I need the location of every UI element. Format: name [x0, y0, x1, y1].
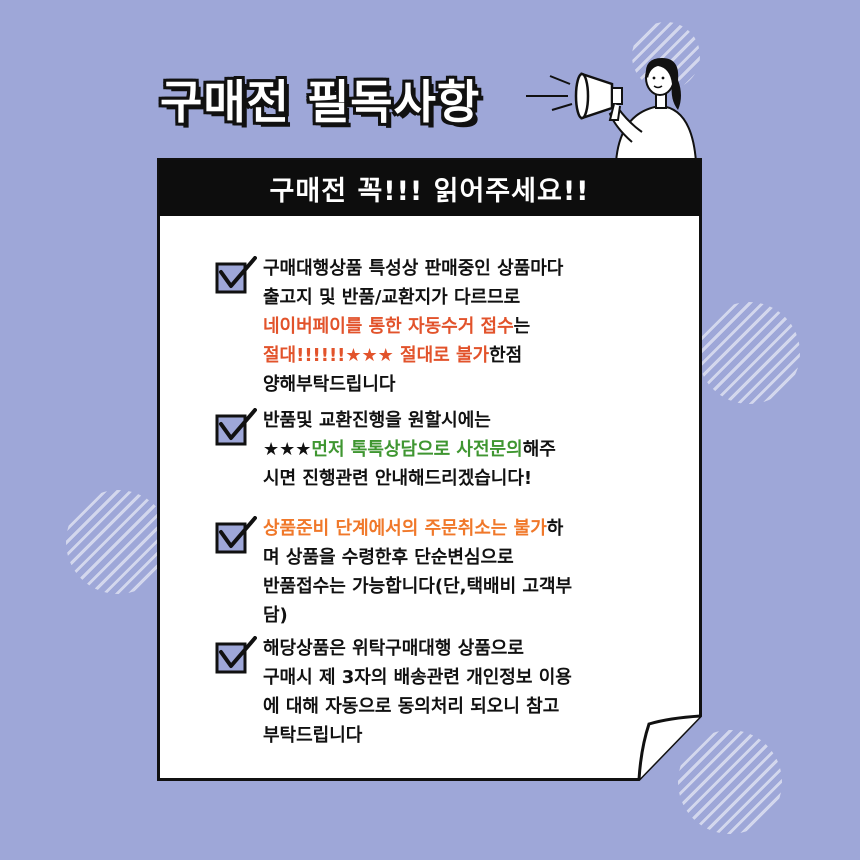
notice-card: 구매전 꼭!!! 읽어주세요!! 구매대행상품 특성상 판매중인 상품마다 출고… [157, 158, 702, 781]
notice-banner: 구매전 꼭!!! 읽어주세요!! [159, 160, 700, 216]
highlight-text: 상품준비 단계에서의 주문취소는 불가 [263, 518, 547, 539]
checkbox-check-icon [215, 636, 257, 674]
decorative-circle [678, 730, 782, 834]
highlight-text: 절대!!!!!!★★★ 절대로 불가 [263, 345, 490, 366]
highlight-text: 먼저 톡톡상담으로 사전문의 [311, 439, 523, 460]
page-title: 구매전 필독사항 [160, 75, 481, 129]
notice-paper [157, 158, 702, 781]
checkbox-check-icon [215, 516, 257, 554]
notice-item-text: 구매대행상품 특성상 판매중인 상품마다 출고지 및 반품/교환지가 다르므로 … [263, 258, 564, 395]
megaphone-woman-illustration [526, 58, 698, 162]
checkbox-check-icon [215, 408, 257, 446]
notice-item-text: 해당상품은 위탁구매대행 상품으로 구매시 제 3자의 배송관련 개인정보 이용… [263, 638, 572, 746]
highlight-text: 네이버페이를 통한 자동수거 접수 [263, 316, 514, 337]
decorative-circle [66, 490, 170, 594]
checkbox-check-icon [215, 256, 257, 294]
notice-item-text: 상품준비 단계에서의 주문취소는 불가하 며 상품을 수령한후 단순변심으로 반… [263, 518, 573, 626]
notice-item-text: 반품및 교환진행을 원할시에는 ★★★먼저 톡톡상담으로 사전문의해주 시면 진… [263, 410, 556, 489]
decorative-circle [698, 302, 800, 404]
